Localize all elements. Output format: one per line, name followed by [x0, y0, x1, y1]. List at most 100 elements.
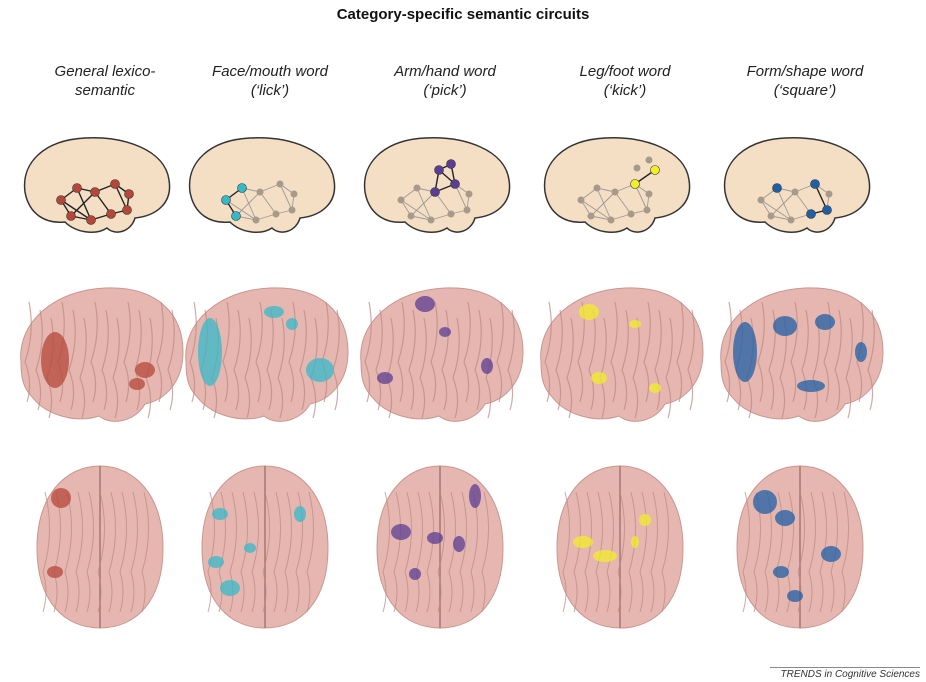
activation-blob: [286, 318, 298, 330]
activation-blob: [415, 296, 435, 312]
column-5: Form/shape word(‘square’): [715, 62, 895, 106]
column-label: Leg/foot word(‘kick’): [535, 62, 715, 106]
column-label-line2: (‘kick’): [535, 81, 715, 100]
schematic-brain-network: [355, 132, 515, 242]
network-node: [788, 217, 795, 224]
activation-blob: [579, 304, 599, 320]
superior-brain-render: [25, 462, 175, 632]
activation-blob: [198, 318, 222, 386]
network-node: [631, 180, 640, 189]
network-node: [646, 157, 653, 164]
network-node: [651, 166, 660, 175]
network-node: [73, 184, 82, 193]
activation-blob: [135, 362, 155, 378]
source-credit: TRENDS in Cognitive Sciences: [770, 667, 920, 680]
network-node: [768, 213, 775, 220]
network-node: [823, 206, 832, 215]
column-label-line1: General lexico-: [15, 62, 195, 81]
network-node: [277, 181, 284, 188]
column-label-line1: Arm/hand word: [355, 62, 535, 81]
activation-blob: [481, 358, 493, 374]
network-node: [57, 196, 66, 205]
activation-blob: [591, 372, 607, 384]
activation-blob: [649, 383, 661, 393]
network-node: [646, 191, 653, 198]
column-4: Leg/foot word(‘kick’): [535, 62, 715, 106]
lateral-brain-render: [355, 282, 525, 432]
network-node: [398, 197, 405, 204]
activation-blob: [244, 543, 256, 553]
activation-blob: [773, 316, 797, 336]
activation-blob: [41, 332, 69, 388]
activation-blob: [294, 506, 306, 522]
schematic-brain-network: [15, 132, 175, 242]
lateral-brain-render: [15, 282, 185, 432]
column-label-line2: semantic: [15, 81, 195, 100]
network-node: [448, 211, 455, 218]
column-1: General lexico-semantic: [15, 62, 195, 106]
network-node: [273, 211, 280, 218]
network-node: [289, 207, 296, 214]
activation-blob: [453, 536, 465, 552]
network-node: [628, 211, 635, 218]
activation-blob: [391, 524, 411, 540]
column-label: Face/mouth word(‘lick’): [180, 62, 360, 106]
network-node: [238, 184, 247, 193]
column-label: Arm/hand word(‘pick’): [355, 62, 535, 106]
activation-blob: [306, 358, 334, 382]
activation-blob: [631, 536, 639, 548]
activation-blob: [377, 372, 393, 384]
network-node: [91, 188, 100, 197]
column-label-line2: (‘pick’): [355, 81, 535, 100]
column-label-line2: (‘lick’): [180, 81, 360, 100]
lateral-brain-render: [715, 282, 885, 432]
network-node: [257, 189, 264, 196]
activation-blob: [855, 342, 867, 362]
activation-blob: [409, 568, 421, 580]
network-node: [773, 184, 782, 193]
schematic-brain-network: [535, 132, 695, 242]
network-node: [594, 185, 601, 192]
activation-blob: [212, 508, 228, 520]
column-label-line1: Form/shape word: [715, 62, 895, 81]
network-node: [792, 189, 799, 196]
lateral-brain-render: [535, 282, 705, 432]
lateral-brain-render: [180, 282, 350, 432]
network-node: [466, 191, 473, 198]
network-node: [811, 180, 820, 189]
activation-blob: [733, 322, 757, 382]
network-node: [612, 189, 619, 196]
activation-blob: [220, 580, 240, 596]
column-label: Form/shape word(‘square’): [715, 62, 895, 106]
network-node: [67, 212, 76, 221]
network-node: [431, 188, 440, 197]
superior-brain-render: [725, 462, 875, 632]
superior-brain-render: [365, 462, 515, 632]
network-node: [447, 160, 456, 169]
network-node: [87, 216, 96, 225]
activation-blob: [427, 532, 443, 544]
activation-blob: [208, 556, 224, 568]
superior-brain-render: [190, 462, 340, 632]
network-node: [826, 191, 833, 198]
network-node: [644, 207, 651, 214]
column-3: Arm/hand word(‘pick’): [355, 62, 535, 106]
network-node: [107, 210, 116, 219]
activation-blob: [639, 514, 651, 526]
network-node: [291, 191, 298, 198]
activation-blob: [821, 546, 841, 562]
network-node: [451, 180, 460, 189]
network-node: [232, 212, 241, 221]
activation-blob: [264, 306, 284, 318]
column-label-line1: Face/mouth word: [180, 62, 360, 81]
activation-blob: [51, 488, 71, 508]
activation-blob: [773, 566, 789, 578]
activation-blob: [753, 490, 777, 514]
column-2: Face/mouth word(‘lick’): [180, 62, 360, 106]
network-node: [222, 196, 231, 205]
figure-title: Category-specific semantic circuits: [0, 6, 926, 23]
column-label-line1: Leg/foot word: [535, 62, 715, 81]
network-node: [588, 213, 595, 220]
schematic-brain-network: [715, 132, 875, 242]
network-node: [608, 217, 615, 224]
